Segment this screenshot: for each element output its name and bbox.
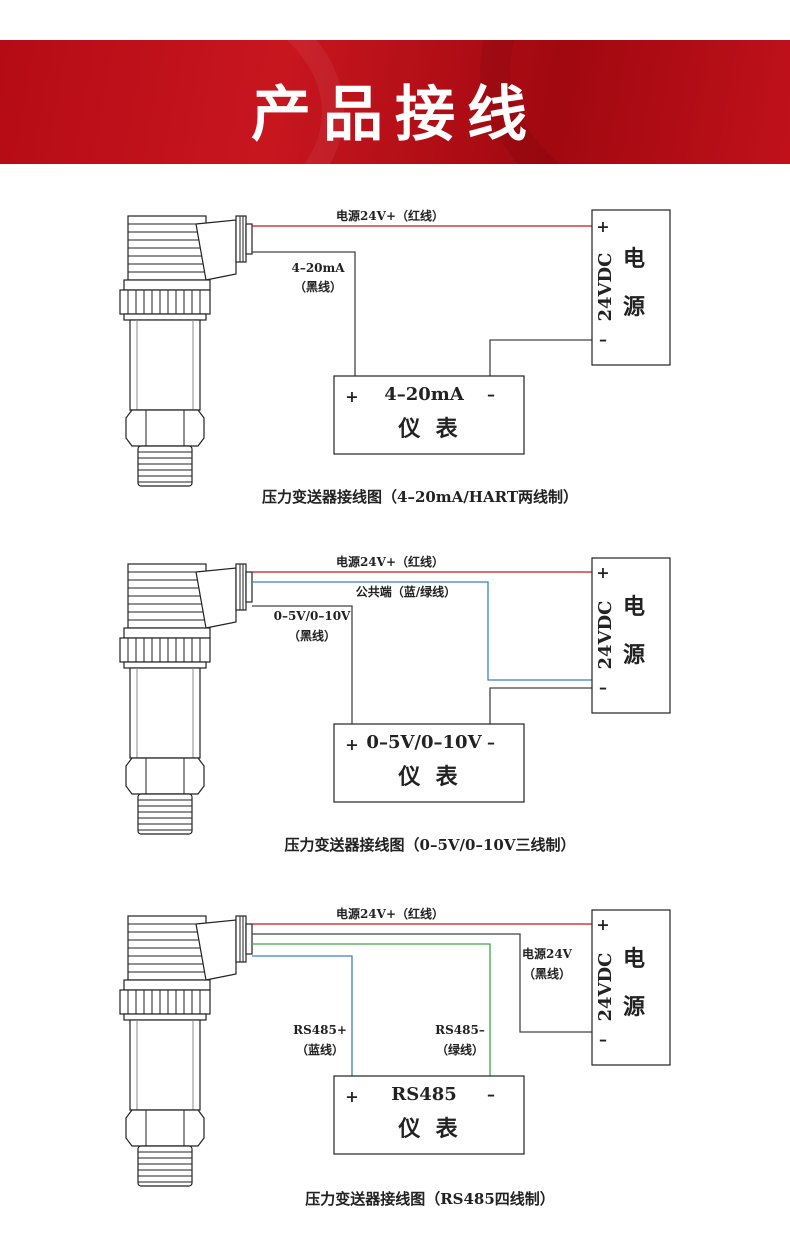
blue-wire bbox=[252, 581, 592, 681]
power-minus-terminal: – bbox=[599, 1030, 607, 1049]
meter-signal-label: RS485 bbox=[391, 1084, 457, 1105]
meter-minus-terminal: – bbox=[487, 733, 495, 752]
meter-box: + RS485 – 仪 表 bbox=[333, 1075, 525, 1155]
power-voltage-label: 24VDC bbox=[595, 953, 616, 1022]
black-wire-color-label: （黑线） bbox=[523, 966, 571, 981]
meter-box: + 4–20mA – 仪 表 bbox=[333, 375, 525, 455]
power-label-top: 电 bbox=[623, 946, 645, 972]
meter-minus-terminal: – bbox=[487, 385, 495, 404]
power-minus-terminal: – bbox=[599, 678, 607, 697]
black-wire-label: 电源24V bbox=[522, 946, 573, 961]
power-voltage-label: 24VDC bbox=[595, 601, 616, 670]
meter-minus-terminal: – bbox=[487, 1085, 495, 1104]
wiring-diagram-four-wire: 电源24V+（红线） 电源24V （黑线） RS485+ （蓝线） RS485–… bbox=[119, 906, 671, 1208]
power-voltage-label: 24VDC bbox=[595, 253, 616, 322]
red-wire-label: 电源24V+（红线） bbox=[336, 554, 444, 569]
diagram-caption: 压力变送器接线图（0–5V/0–10V三线制） bbox=[285, 836, 576, 854]
blue-wire-label: RS485+ bbox=[293, 1023, 347, 1037]
blue-wire-color-label: （蓝线） bbox=[296, 1042, 344, 1057]
power-plus-terminal: + bbox=[596, 217, 609, 236]
wiring-diagram-two-wire: 电源24V+（红线） 4–20mA （黑线） + – 24VDC 电 源 + 4… bbox=[119, 208, 671, 506]
meter-signal-label: 4–20mA bbox=[384, 384, 465, 405]
red-wire-label: 电源24V+（红线） bbox=[336, 208, 444, 223]
meter-box: + 0–5V/0–10V – 仪 表 bbox=[333, 723, 525, 803]
wiring-diagram-three-wire: 电源24V+（红线） 公共端（蓝/绿线） 0–5V/0–10V （黑线） + –… bbox=[119, 554, 671, 854]
power-label-top: 电 bbox=[623, 594, 645, 620]
meter-plus-terminal: + bbox=[345, 735, 358, 754]
blue-wire bbox=[252, 955, 353, 1076]
pressure-transmitter-drawing bbox=[119, 215, 253, 487]
diagram-caption: 压力变送器接线图（4–20mA/HART两线制） bbox=[262, 488, 578, 506]
meter-signal-label: 0–5V/0–10V bbox=[366, 732, 482, 753]
red-wire-label: 电源24V+（红线） bbox=[336, 906, 444, 921]
black-wire bbox=[252, 251, 356, 376]
meter-name: 仪 表 bbox=[397, 416, 458, 442]
signal-wire-color-label: （黑线） bbox=[294, 279, 342, 294]
power-supply-box: + – 24VDC 电 源 bbox=[591, 209, 671, 366]
black-wire bbox=[489, 339, 592, 376]
page-title: 产品接线 bbox=[251, 80, 539, 150]
power-label-bottom: 源 bbox=[623, 294, 645, 320]
power-label-top: 电 bbox=[623, 246, 645, 272]
black-wire bbox=[252, 605, 353, 724]
meter-name: 仪 表 bbox=[397, 1116, 458, 1142]
power-supply-box: + – 24VDC 电 源 bbox=[591, 909, 671, 1066]
pressure-transmitter-drawing bbox=[119, 563, 253, 835]
black-wire bbox=[489, 687, 592, 724]
power-plus-terminal: + bbox=[596, 563, 609, 582]
signal-wire-label: 0–5V/0–10V bbox=[274, 609, 351, 623]
meter-plus-terminal: + bbox=[345, 1087, 358, 1106]
meter-name: 仪 表 bbox=[397, 764, 458, 790]
signal-wire-color-label: （黑线） bbox=[288, 628, 336, 643]
title-banner: 产品接线 bbox=[0, 40, 790, 164]
power-minus-terminal: – bbox=[599, 330, 607, 349]
signal-wire-label: 4–20mA bbox=[291, 261, 345, 275]
black-wire bbox=[252, 933, 592, 1033]
meter-plus-terminal: + bbox=[345, 387, 358, 406]
power-label-bottom: 源 bbox=[623, 642, 645, 668]
pressure-transmitter-drawing bbox=[119, 915, 253, 1187]
power-plus-terminal: + bbox=[596, 915, 609, 934]
green-wire bbox=[252, 943, 491, 1076]
green-wire-color-label: （绿线） bbox=[436, 1042, 484, 1057]
power-supply-box: + – 24VDC 电 源 bbox=[591, 557, 671, 714]
diagram-caption: 压力变送器接线图（RS485四线制） bbox=[305, 1190, 555, 1208]
common-wire-label: 公共端（蓝/绿线） bbox=[356, 584, 456, 599]
power-label-bottom: 源 bbox=[623, 994, 645, 1020]
green-wire-label: RS485– bbox=[435, 1023, 485, 1037]
